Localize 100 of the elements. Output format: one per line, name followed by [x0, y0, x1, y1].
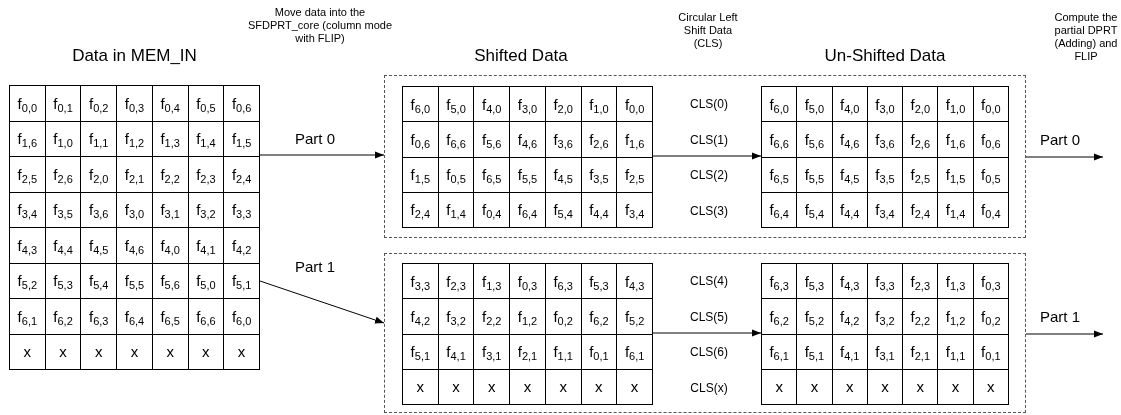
matrix-cell: f$_{4,0}$: [152, 227, 188, 263]
matrix-cell: x: [761, 369, 797, 405]
matrix-cell: f$_{3,2}$: [438, 298, 474, 334]
matrix-cell: f$_{6,4}$: [761, 192, 797, 228]
matrix-cell: f$_{1,0}$: [45, 121, 81, 157]
matrix-cell: f$_{1,5}$: [937, 157, 974, 193]
matrix-cell: f$_{5,3}$: [796, 263, 833, 299]
matrix-cell: f$_{2,3}$: [438, 263, 474, 299]
matrix-cell: f$_{5,5}$: [796, 157, 833, 193]
matrix-cell: x: [796, 369, 833, 405]
matrix-cell: x: [937, 369, 974, 405]
matrix-cell: f$_{1,3}$: [152, 121, 188, 157]
matrix-cell: f$_{3,0}$: [867, 86, 903, 122]
matrix-cell: f$_{6,0}$: [223, 298, 260, 334]
matrix-cell: f$_{4,0}$: [473, 86, 510, 122]
matrix-cell: f$_{0,2}$: [80, 85, 117, 121]
matrix-cell: f$_{4,1}$: [832, 334, 868, 370]
matrix-cell: f$_{3,4}$: [9, 192, 46, 228]
matrix-cell: f$_{2,5}$: [9, 156, 46, 192]
matrix-cell: f$_{4,1}$: [438, 334, 474, 370]
matrix-cell: f$_{5,2}$: [796, 298, 833, 334]
matrix-cell: f$_{2,6}$: [581, 121, 617, 157]
edge-label: Part 1: [1040, 308, 1081, 325]
matrix-cell: x: [545, 369, 581, 405]
matrix-cell: f$_{4,6}$: [832, 121, 868, 157]
matrix-cell: f$_{4,3}$: [616, 263, 653, 299]
matrix-cell: f$_{1,1}$: [545, 334, 581, 370]
matrix-cell: f$_{5,4}$: [80, 263, 117, 299]
matrix-cell: f$_{0,1}$: [581, 334, 617, 370]
matrix-cell: f$_{0,4}$: [473, 192, 510, 228]
matrix-cell: f$_{4,4}$: [832, 192, 868, 228]
matrix-cell: x: [223, 334, 260, 370]
arrow: [259, 280, 385, 324]
matrix-cell: f$_{3,3}$: [867, 263, 903, 299]
matrix-cell: f$_{3,2}$: [867, 298, 903, 334]
matrix-cell: f$_{5,2}$: [616, 298, 653, 334]
matrix-cell: f$_{0,4}$: [152, 85, 188, 121]
matrix-cell: f$_{0,2}$: [973, 298, 1009, 334]
matrix-heading: Data in MEM_IN: [71, 46, 198, 66]
matrix-cell: f$_{6,5}$: [761, 157, 797, 193]
edge-label: Part 0: [1040, 131, 1081, 148]
matrix-cell: f$_{6,4}$: [116, 298, 153, 334]
matrix-cell: f$_{1,6}$: [9, 121, 46, 157]
matrix-cell: f$_{6,3}$: [545, 263, 581, 299]
matrix-cell: f$_{1,2}$: [509, 298, 546, 334]
matrix-cell: f$_{2,6}$: [902, 121, 938, 157]
matrix-cell: f$_{6,1}$: [761, 334, 797, 370]
matrix-cell: f$_{2,3}$: [188, 156, 224, 192]
matrix-cell: f$_{3,5}$: [867, 157, 903, 193]
matrix-cell: f$_{5,1}$: [402, 334, 439, 370]
arrow: [259, 151, 385, 159]
matrix-cell: f$_{6,2}$: [581, 298, 617, 334]
matrix-cell: f$_{2,4}$: [402, 192, 439, 228]
matrix-cell: x: [116, 334, 153, 370]
matrix-cell: f$_{5,6}$: [152, 263, 188, 299]
matrix-cell: f$_{5,1}$: [223, 263, 260, 299]
matrix-cell: f$_{1,2}$: [116, 121, 153, 157]
matrix-cell: f$_{4,2}$: [402, 298, 439, 334]
shift-label: CLS(3): [690, 203, 728, 218]
matrix-cell: f$_{0,1}$: [45, 85, 81, 121]
matrix-cell: x: [616, 369, 653, 405]
matrix-cell: f$_{6,0}$: [402, 86, 439, 122]
matrix-cell: f$_{2,0}$: [545, 86, 581, 122]
matrix-cell: x: [867, 369, 903, 405]
matrix-cell: f$_{0,4}$: [973, 192, 1009, 228]
matrix-cell: f$_{5,6}$: [796, 121, 833, 157]
matrix-cell: f$_{3,4}$: [867, 192, 903, 228]
matrix-cell: f$_{5,3}$: [45, 263, 81, 299]
matrix-cell: f$_{4,4}$: [581, 192, 617, 228]
matrix-cell: f$_{6,6}$: [438, 121, 474, 157]
matrix-cell: x: [973, 369, 1009, 405]
matrix-cell: f$_{1,3}$: [937, 263, 974, 299]
matrix-cell: x: [402, 369, 439, 405]
shift-label: CLS(1): [690, 132, 728, 147]
matrix-cell: f$_{4,4}$: [45, 227, 81, 263]
matrix-cell: f$_{2,6}$: [45, 156, 81, 192]
matrix-cell: f$_{1,6}$: [616, 121, 653, 157]
matrix-cell: f$_{5,4}$: [545, 192, 581, 228]
matrix-cell: f$_{0,5}$: [438, 157, 474, 193]
matrix-cell: f$_{2,2}$: [473, 298, 510, 334]
matrix-cell: f$_{0,6}$: [973, 121, 1009, 157]
matrix-cell: f$_{0,0}$: [9, 85, 46, 121]
shift-label: CLS(x): [690, 380, 728, 395]
matrix-cell: f$_{5,4}$: [796, 192, 833, 228]
matrix-cell: f$_{4,2}$: [223, 227, 260, 263]
matrix-cell: f$_{1,1}$: [937, 334, 974, 370]
matrix-cell: f$_{1,4}$: [937, 192, 974, 228]
edge-label: Part 0: [295, 130, 336, 147]
arrow: [652, 152, 762, 160]
matrix-cell: f$_{0,3}$: [973, 263, 1009, 299]
shift-label: CLS(4): [690, 274, 728, 288]
matrix-cell: f$_{3,1}$: [867, 334, 903, 370]
shift-label: CLS(2): [690, 168, 728, 182]
matrix-cell: f$_{4,5}$: [832, 157, 868, 193]
matrix-cell: f$_{5,0}$: [188, 263, 224, 299]
matrix-cell: f$_{0,5}$: [973, 157, 1009, 193]
matrix-cell: f$_{0,3}$: [116, 85, 153, 121]
matrix-cell: f$_{6,0}$: [761, 86, 797, 122]
matrix-cell: f$_{3,2}$: [188, 192, 224, 228]
matrix-cell: f$_{2,2}$: [152, 156, 188, 192]
